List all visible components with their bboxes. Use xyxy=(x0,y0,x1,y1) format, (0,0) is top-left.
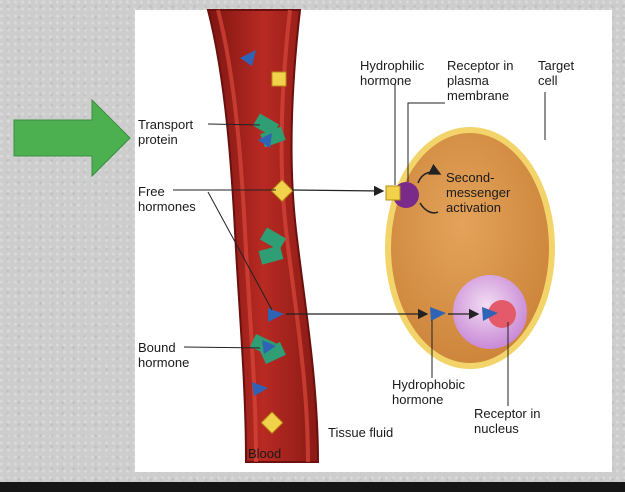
transport-protein-icon xyxy=(259,227,287,251)
yellow-hormone-icon xyxy=(271,71,287,87)
bound-hormone-leader xyxy=(183,346,261,349)
hydrophilic-path-arrow xyxy=(291,185,385,197)
tissue-fluid-label: Tissue fluid xyxy=(328,425,394,440)
free-hormone-blue-icon xyxy=(268,308,284,322)
hydrophilic-hormone-label: Hydrophilic hormone xyxy=(360,58,425,88)
transport-protein-leader xyxy=(207,123,261,126)
nuclear-receptor xyxy=(488,300,516,328)
bound-hormone-label: Bound hormone xyxy=(138,340,190,370)
transport-protein-label: Transport protein xyxy=(138,117,194,147)
bottom-bar xyxy=(0,482,625,492)
blue-hormone-icon xyxy=(258,133,272,148)
receptor-membrane-label: Receptor in plasma membrane xyxy=(447,58,514,103)
free-hormone-yellow-icon xyxy=(270,179,294,203)
second-messenger-label: Second- messenger activation xyxy=(446,170,511,215)
blue-hormone-icon xyxy=(262,340,276,354)
blood-label: Blood xyxy=(248,446,282,461)
transport-protein-icon xyxy=(258,245,284,265)
blue-hormone-icon xyxy=(240,50,256,66)
hydrophobic-hormone-label: Hydrophobic hormone xyxy=(392,377,465,407)
free-hormones-leader-diagonal xyxy=(207,191,273,311)
hydrophobic-hormone-icon xyxy=(430,307,446,321)
transport-protein-icon xyxy=(260,342,286,364)
green-pointer-arrow-icon xyxy=(13,98,131,178)
free-hormones-label: Free hormones xyxy=(138,184,196,214)
hormone-on-nuclear-receptor-icon xyxy=(482,307,498,321)
target-cell-label: Target cell xyxy=(538,58,575,88)
second-messenger-arrow xyxy=(417,163,442,184)
blue-hormone-icon xyxy=(252,382,268,396)
yellow-hormone-icon xyxy=(260,411,284,435)
receptor-membrane-leader xyxy=(407,102,445,182)
receptor-nucleus-label: Receptor in nucleus xyxy=(474,406,541,436)
second-messenger-arc xyxy=(419,202,439,214)
bound-hydrophilic-hormone-icon xyxy=(385,185,401,201)
